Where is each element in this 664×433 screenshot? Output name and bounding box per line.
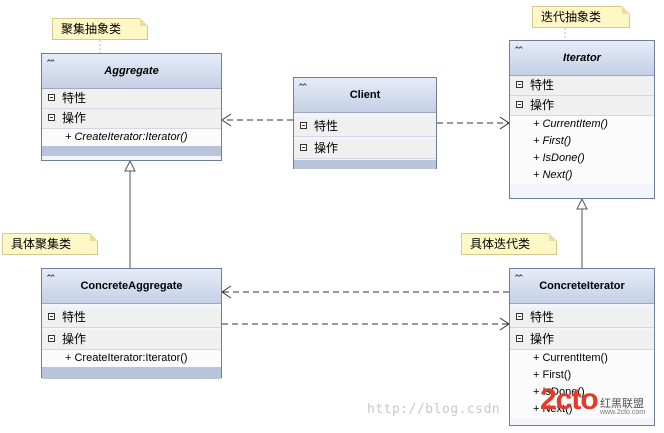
collapse-chevron-icon[interactable]: ˆˆ	[47, 59, 55, 71]
operation-item: + CreateIterator:Iterator()	[42, 350, 221, 367]
operation-item: + CurrentItem()	[510, 350, 654, 367]
note-concrete-aggregate: 具体聚集类	[2, 233, 98, 255]
collapse-minus-icon[interactable]	[48, 94, 55, 101]
class-concrete-iterator[interactable]: ˆˆ ConcreteIterator 特性 操作 + CurrentItem(…	[509, 268, 655, 426]
inheritance-triangle-aggregate	[124, 159, 136, 172]
operations-section[interactable]: 操作	[42, 109, 221, 129]
collapse-minus-icon[interactable]	[300, 122, 307, 129]
class-name: Iterator	[563, 52, 601, 64]
collapse-minus-icon[interactable]	[516, 335, 523, 342]
site-logo: 2cto	[540, 383, 599, 416]
operation-item: + IsDone()	[510, 150, 654, 167]
note-iterator: 迭代抽象类	[532, 6, 630, 28]
attributes-section[interactable]: 特性	[42, 89, 221, 109]
operations-section[interactable]: 操作	[510, 330, 654, 350]
attributes-section[interactable]: 特性	[294, 117, 436, 137]
attributes-section[interactable]: 特性	[510, 308, 654, 328]
logo-subtitle: 红黑联盟	[600, 398, 644, 410]
operation-item: + CreateIterator:Iterator()	[42, 129, 221, 146]
class-header: ˆˆ ConcreteIterator	[510, 269, 654, 304]
class-iterator[interactable]: ˆˆ Iterator 特性 操作 + CurrentItem() + Firs…	[509, 40, 655, 199]
attributes-section[interactable]: 特性	[510, 76, 654, 96]
class-name: ConcreteIterator	[539, 280, 625, 292]
operation-item: + CurrentItem()	[510, 116, 654, 133]
class-header: ˆˆ ConcreteAggregate	[42, 269, 221, 304]
collapse-minus-icon[interactable]	[516, 101, 523, 108]
collapse-minus-icon[interactable]	[48, 313, 55, 320]
arrow-head-aggregate	[221, 113, 232, 127]
collapse-chevron-icon[interactable]: ˆˆ	[299, 83, 307, 95]
collapse-chevron-icon[interactable]: ˆˆ	[515, 46, 523, 58]
collapse-minus-icon[interactable]	[48, 335, 55, 342]
operations-section[interactable]: 操作	[294, 139, 436, 159]
collapse-minus-icon[interactable]	[300, 144, 307, 151]
attributes-section[interactable]: 特性	[42, 308, 221, 328]
operations-section[interactable]: 操作	[42, 330, 221, 350]
class-name: Client	[349, 89, 381, 101]
note-concrete-iterator: 具体迭代类	[461, 233, 557, 255]
collapse-minus-icon[interactable]	[48, 114, 55, 121]
operation-item: + First()	[510, 133, 654, 150]
operation-item: + First()	[510, 367, 654, 384]
class-client[interactable]: ˆˆ Client 特性 操作	[293, 77, 437, 169]
collapse-chevron-icon[interactable]: ˆˆ	[47, 274, 55, 286]
collapse-chevron-icon[interactable]: ˆˆ	[515, 274, 523, 286]
class-name: Aggregate	[104, 65, 159, 77]
class-name: ConcreteAggregate	[80, 280, 183, 292]
operation-item: + Next()	[510, 167, 654, 184]
class-header: ˆˆ Client	[294, 78, 436, 113]
collapse-minus-icon[interactable]	[516, 81, 523, 88]
operation-item: + IsDone()	[510, 384, 654, 401]
class-concrete-aggregate[interactable]: ˆˆ ConcreteAggregate 特性 操作 + CreateItera…	[41, 268, 222, 379]
inheritance-triangle-iterator	[576, 197, 588, 210]
logo-url: www.2cto.com	[600, 409, 646, 416]
watermark-text: http://blog.csdn	[367, 402, 501, 417]
operation-item: + Next()	[510, 401, 654, 418]
operations-section[interactable]: 操作	[510, 96, 654, 116]
class-header: ˆˆ Iterator	[510, 41, 654, 76]
note-aggregate: 聚集抽象类	[52, 18, 148, 40]
collapse-minus-icon[interactable]	[516, 313, 523, 320]
class-aggregate[interactable]: ˆˆ Aggregate 特性 操作 + CreateIterator:Iter…	[41, 53, 222, 161]
class-header: ˆˆ Aggregate	[42, 54, 221, 89]
